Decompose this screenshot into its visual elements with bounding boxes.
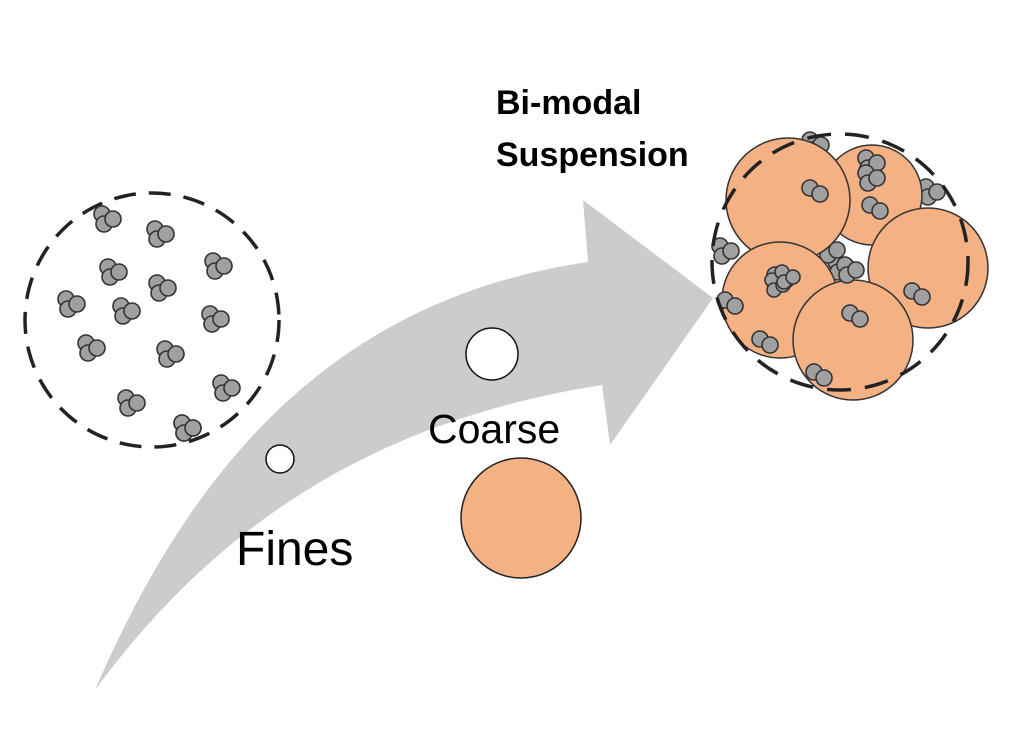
fine-sphere (104, 210, 122, 228)
fine-cluster-icon (805, 363, 833, 387)
fine-sphere (215, 257, 233, 275)
fine-sphere (159, 279, 177, 297)
coarse-particle-icon (792, 279, 914, 401)
fine-sphere (761, 336, 779, 354)
fines-label: Fines (236, 523, 353, 576)
fine-cluster-icon (156, 340, 185, 368)
fine-cluster-icon (774, 264, 801, 290)
medium-particle-icon (465, 327, 519, 381)
title-line-2: Suspension (496, 136, 689, 174)
coarse-label: Coarse (428, 406, 560, 452)
fine-cluster-icon (751, 330, 779, 354)
bimodal-suspension-group (710, 131, 989, 401)
fine-cluster-icon (711, 237, 740, 265)
fine-sphere (123, 302, 141, 320)
fine-cluster-icon (204, 252, 233, 280)
fine-cluster-icon (212, 374, 241, 402)
fine-sphere (184, 419, 202, 437)
fine-sphere (928, 183, 946, 201)
right-dashed-boundary (710, 132, 970, 392)
fine-cluster-icon (857, 164, 886, 192)
fine-sphere (828, 241, 846, 259)
fine-sphere (68, 295, 86, 313)
fines-particle-icon (265, 444, 295, 474)
fine-cluster-icon (173, 414, 202, 442)
fine-cluster-icon (201, 305, 230, 333)
fine-cluster-icon (836, 256, 865, 284)
title-line-1: Bi-modal (496, 84, 641, 122)
fine-cluster-icon (841, 304, 869, 328)
fine-cluster-icon (148, 274, 177, 302)
coarse-particle-icon (867, 207, 989, 329)
fine-cluster-icon (917, 178, 946, 206)
coarse-particle-icon (460, 457, 582, 579)
fine-cluster-icon (861, 196, 889, 220)
fine-sphere (128, 394, 146, 412)
fine-sphere (785, 269, 801, 285)
fine-sphere (913, 288, 931, 306)
fine-cluster-icon (112, 297, 141, 325)
fine-sphere (851, 310, 869, 328)
fine-sphere (110, 263, 128, 281)
fine-cluster-icon (117, 389, 146, 417)
process-arrow (95, 200, 713, 690)
fine-cluster-icon (93, 205, 122, 233)
fine-cluster-icon (57, 290, 86, 318)
fine-sphere (811, 185, 829, 203)
fine-cluster-icon (99, 258, 128, 286)
fine-cluster-icon (903, 282, 931, 306)
fine-sphere (88, 339, 106, 357)
fine-sphere (212, 310, 230, 328)
fine-sphere (868, 169, 886, 187)
fine-sphere (722, 242, 740, 260)
fines-dispersion-group (23, 191, 281, 449)
fine-cluster-icon (77, 334, 106, 362)
fine-sphere (726, 297, 744, 315)
fine-cluster-icon (146, 220, 175, 248)
left-dashed-boundary (23, 191, 281, 449)
fine-sphere (223, 379, 241, 397)
fine-sphere (815, 369, 833, 387)
fine-sphere (167, 345, 185, 363)
fine-sphere (847, 261, 865, 279)
fine-sphere (871, 202, 889, 220)
fine-sphere (157, 225, 175, 243)
fine-cluster-icon (801, 179, 829, 203)
